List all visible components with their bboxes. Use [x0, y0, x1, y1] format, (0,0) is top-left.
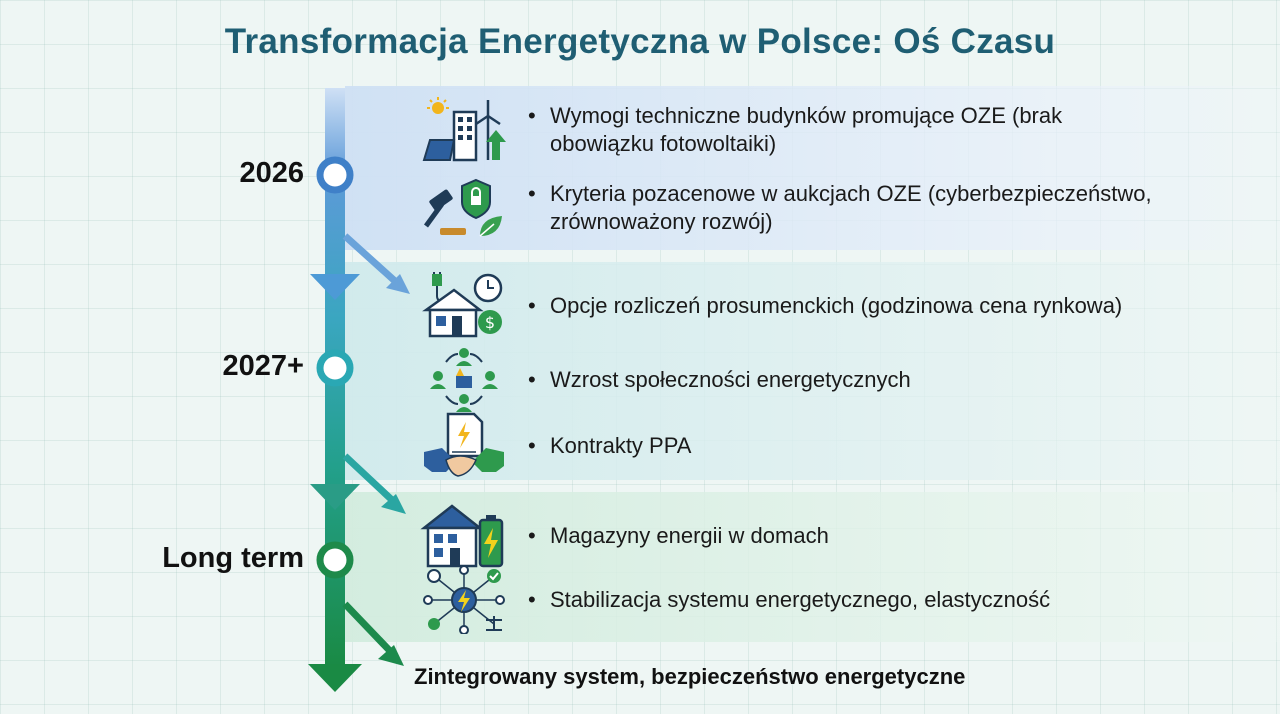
bullet: • [528, 587, 536, 612]
timeline-item: •Wymogi techniczne budynków promujące OZ… [420, 96, 1170, 164]
grid-network-icon [423, 566, 505, 634]
stage-3-panel [345, 492, 1280, 642]
stage-label-2026: 2026 [239, 157, 304, 189]
timeline-arrow-2 [310, 484, 360, 510]
stage-label-2027: 2027+ [222, 350, 304, 382]
bullet: • [528, 293, 536, 318]
house-plug-clock-icon: $ [422, 272, 503, 338]
timeline-item: •Kryteria pozacenowe w aukcjach OZE (cyb… [420, 174, 1170, 242]
community-icon [430, 348, 498, 412]
house-battery-icon [420, 504, 504, 568]
stage-node-1 [316, 156, 354, 194]
bullet: • [528, 523, 536, 548]
bullet: • [528, 181, 536, 206]
handshake-contract-icon [424, 412, 504, 477]
stage-label-long-term: Long term [162, 542, 304, 574]
bullet: • [528, 433, 536, 458]
stage-node-2 [316, 349, 354, 387]
bullet: • [528, 367, 536, 392]
stage-2-panel [345, 262, 1280, 480]
timeline-item: •Wzrost społeczności energetycznych [420, 346, 1170, 414]
branch-arrow-2 [342, 453, 395, 503]
branch-arrow-3 [342, 601, 393, 654]
final-outcome: Zintegrowany system, bezpieczeństwo ener… [414, 664, 966, 689]
timeline-item: •Kontrakty PPA [420, 412, 1170, 480]
stage-1-panel [345, 86, 1280, 250]
solar-building-icon [422, 97, 506, 162]
timeline-item: •Magazyny energii w domach [420, 502, 1170, 570]
bullet: • [528, 103, 536, 128]
svg-text:$: $ [485, 313, 495, 332]
timeline-arrow-3 [308, 664, 362, 692]
stage-node-3 [316, 541, 354, 579]
timeline-arrow-1 [310, 274, 360, 300]
timeline-item: •Stabilizacja systemu energetycznego, el… [420, 566, 1170, 634]
page-title: Transformacja Energetyczna w Polsce: Oś … [224, 22, 1056, 61]
gavel-shield-leaf-icon [423, 178, 502, 237]
branch-arrow-1 [342, 233, 399, 285]
timeline-item: $ •Opcje rozliczeń prosumenckich (godzin… [420, 272, 1170, 340]
